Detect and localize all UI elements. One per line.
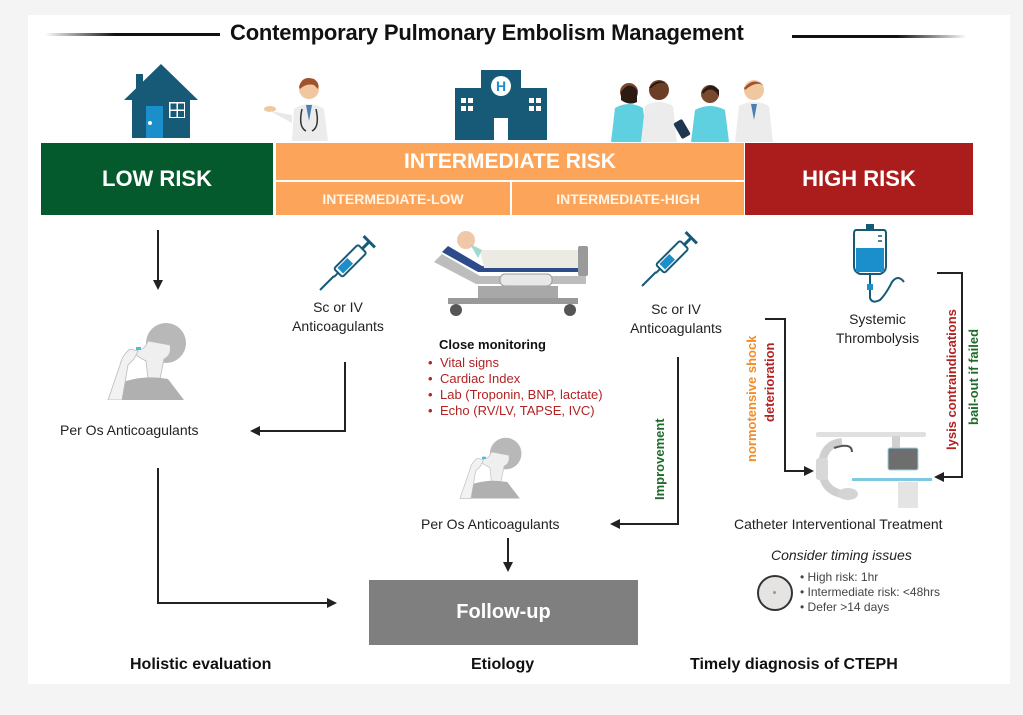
patient-taking-pill-icon-2 [459, 437, 522, 499]
lysis-arrow-top [937, 272, 963, 274]
bail-out-label: bail-out if failed [966, 328, 981, 425]
monitoring-item: Echo (RV/LV, TAPSE, IVC) [428, 403, 603, 419]
high-risk-band: HIGH RISK [745, 143, 973, 215]
lysis-arrow-head [934, 472, 944, 482]
lysis-arrow-vline [961, 272, 963, 478]
title-rule-left [45, 33, 220, 36]
thrombolysis-line2: Thrombolysis [835, 330, 920, 346]
close-monitoring-list: Vital signs Cardiac Index Lab (Troponin,… [416, 355, 603, 419]
intermediate-low-band: INTERMEDIATE-LOW [276, 182, 510, 215]
monitoring-item: Cardiac Index [428, 371, 603, 387]
il-sc-line1: Sc or IV [313, 299, 363, 315]
medical-team-icon [611, 80, 773, 142]
systemic-thrombolysis-label: Systemic Thrombolysis [820, 310, 935, 348]
timing-item: Intermediate risk: <48hrs [800, 585, 940, 600]
mid-per-os-anticoagulants-label: Per Os Anticoagulants [421, 516, 560, 532]
low-arrow-shaft [157, 230, 159, 280]
lysis-contraindications-label: lysis contraindications [944, 309, 959, 450]
monitoring-item: Lab (Troponin, BNP, lactate) [428, 387, 603, 403]
doctor-icon [264, 78, 328, 141]
low-per-os-anticoagulants-label: Per Os Anticoagulants [60, 422, 199, 438]
intermediate-risk-band: INTERMEDIATE RISK [276, 143, 744, 180]
figure-title: Contemporary Pulmonary Embolism Manageme… [230, 20, 744, 45]
syringe-icon [319, 235, 376, 291]
timing-item: Defer >14 days [800, 600, 940, 615]
po-to-followup-arrow-head [503, 562, 513, 572]
patient-taking-pill-icon [107, 323, 186, 400]
ih-sc-iv-anticoagulants-label: Sc or IV Anticoagulants [620, 300, 732, 338]
il-arrow-vline [344, 362, 346, 432]
clock-center [773, 591, 776, 594]
il-sc-iv-anticoagulants-label: Sc or IV Anticoagulants [283, 298, 393, 336]
low-to-followup-vline [157, 468, 159, 604]
normotensive-shock-label: normotensive shock [744, 335, 759, 462]
thrombolysis-line1: Systemic [849, 311, 906, 327]
lysis-arrow-bottom [944, 476, 963, 478]
improvement-label: Improvement [652, 418, 667, 500]
clock-icon [757, 575, 793, 611]
holistic-evaluation-label: Holistic evaluation [130, 656, 272, 673]
cath-lab-icon [816, 432, 932, 508]
timing-item: High risk: 1hr [800, 570, 940, 585]
svg-text:H: H [496, 78, 506, 94]
low-arrow-head [153, 280, 163, 290]
low-to-followup-hline [157, 602, 327, 604]
il-sc-line2: Anticoagulants [292, 318, 384, 334]
po-to-followup-shaft [507, 538, 509, 563]
ih-sc-line2: Anticoagulants [630, 320, 722, 336]
timing-list: High risk: 1hr Intermediate risk: <48hrs… [800, 570, 940, 615]
deterioration-arrow-head [804, 466, 814, 476]
etiology-label: Etiology [471, 656, 535, 673]
house-icon [124, 64, 198, 138]
deterioration-arrow-top [765, 318, 786, 320]
low-risk-band: LOW RISK [41, 143, 273, 215]
hospital-bed-icon [434, 231, 588, 316]
close-monitoring-title: Close monitoring [439, 337, 546, 352]
improvement-arrow-hline [620, 523, 679, 525]
il-arrow-head [250, 426, 260, 436]
deterioration-arrow-bottom [784, 470, 804, 472]
consider-timing-title: Consider timing issues [771, 547, 912, 563]
deterioration-arrow-vline [784, 318, 786, 472]
deterioration-label: deterioration [762, 342, 777, 422]
low-to-followup-arrow-head [327, 598, 337, 608]
syringe-icon-2 [641, 231, 698, 287]
ih-sc-line1: Sc or IV [651, 301, 701, 317]
cteph-label: Timely diagnosis of CTEPH [690, 656, 898, 673]
follow-up-box: Follow-up [369, 580, 638, 645]
improvement-arrow-head [610, 519, 620, 529]
hospital-icon: H [455, 70, 547, 140]
improvement-arrow-vline [677, 357, 679, 525]
iv-bag-icon [853, 224, 905, 303]
il-arrow-hline [260, 430, 346, 432]
catheter-interventional-treatment-label: Catheter Interventional Treatment [734, 516, 943, 532]
title-rule-right [792, 35, 967, 38]
intermediate-high-band: INTERMEDIATE-HIGH [512, 182, 744, 215]
monitoring-item: Vital signs [428, 355, 603, 371]
